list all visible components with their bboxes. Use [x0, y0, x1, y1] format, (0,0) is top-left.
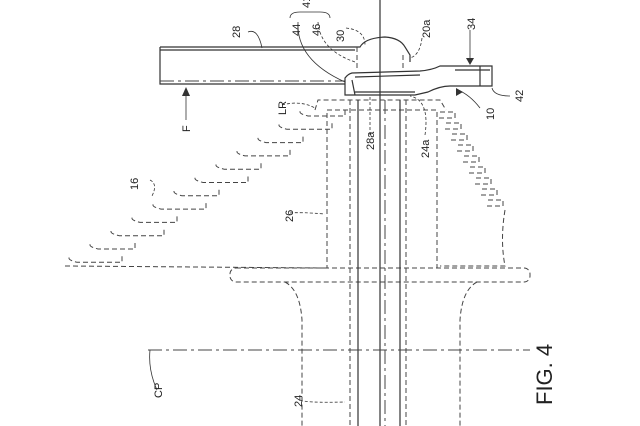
- label-F: F: [181, 125, 193, 132]
- label-44: 44: [291, 24, 303, 36]
- label-34: 34: [466, 18, 478, 30]
- sprocket-tooth-left: [110, 228, 165, 237]
- sprocket-tooth-left: [89, 242, 136, 250]
- hub-shell-right: [459, 281, 478, 426]
- label-42: 42: [514, 90, 526, 102]
- largest-sprocket-edge: [64, 265, 326, 269]
- sprocket-tooth-right: [437, 111, 456, 119]
- sprocket-tooth-right: [461, 155, 480, 163]
- sprocket-tooth-left: [131, 215, 178, 223]
- label-24a: 24a: [420, 139, 432, 158]
- group-brace: [289, 11, 331, 19]
- hub-flange: [229, 267, 531, 283]
- label-10: 10: [485, 108, 497, 120]
- sprocket-tooth-left: [299, 109, 346, 117]
- hub-body: [326, 109, 438, 269]
- linkage-plate: [344, 47, 493, 96]
- sprocket-tooth-left: [257, 135, 304, 144]
- sprocket-tooth-right: [449, 133, 468, 141]
- sprocket-tooth-right: [479, 188, 498, 196]
- label-LR: LR: [277, 101, 289, 115]
- lock-ring: [314, 99, 447, 111]
- sprocket-tooth-left: [194, 175, 249, 183]
- sprocket-tooth-left: [152, 202, 207, 210]
- sprocket-right-edge: [440, 209, 506, 267]
- label-28: 28: [231, 26, 243, 38]
- sprocket-tooth-left: [236, 148, 291, 157]
- label-20a: 20a: [421, 19, 433, 38]
- label-CP: CP: [153, 383, 165, 398]
- sprocket-tooth-left: [173, 188, 220, 197]
- sprocket-tooth-left: [68, 255, 123, 263]
- sprocket-tooth-right: [455, 144, 474, 152]
- sprocket-tooth-right: [467, 166, 486, 174]
- sprocket-tooth-right: [443, 122, 462, 130]
- label-30: 30: [335, 30, 347, 42]
- figure-title: FIG. 4: [532, 344, 557, 405]
- label-24: 24: [293, 395, 305, 407]
- label-26: 26: [284, 210, 296, 222]
- sprocket-tooth-right: [473, 177, 492, 185]
- sprocket-tooth-right: [485, 199, 504, 207]
- hub-shell-left: [284, 281, 303, 426]
- label-28a: 28a: [365, 131, 377, 150]
- label-16: 16: [129, 178, 141, 190]
- sprocket-stack: [64, 109, 506, 269]
- sprocket-tooth-left: [215, 162, 262, 170]
- crank-arm: [159, 36, 411, 85]
- label-41: 41: [301, 0, 313, 8]
- label-46: 46: [311, 24, 323, 36]
- sprocket-tooth-left: [278, 122, 333, 130]
